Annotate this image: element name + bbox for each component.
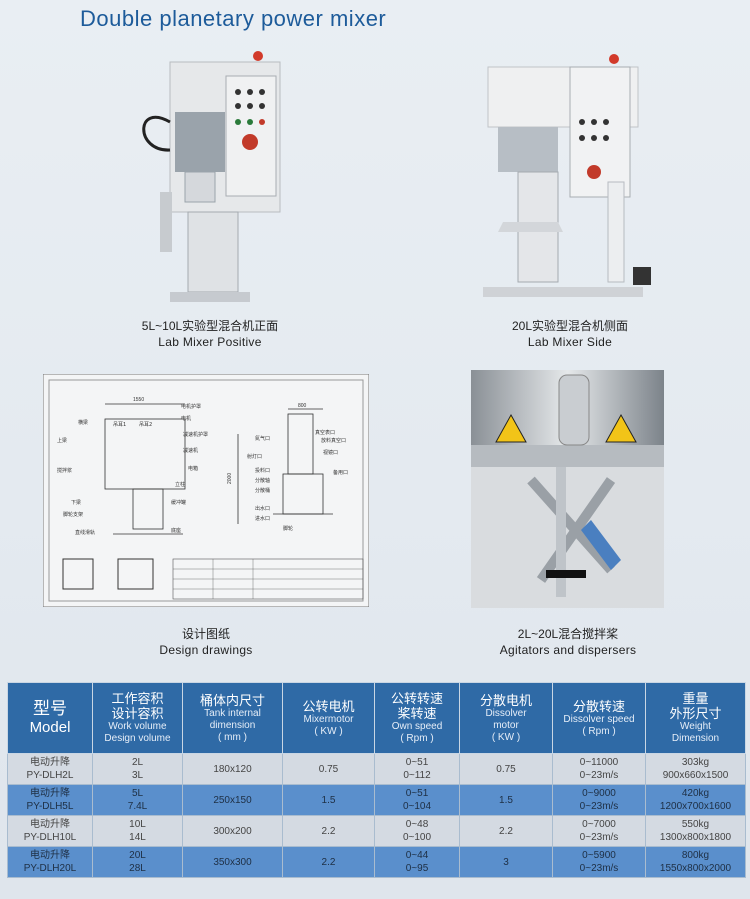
cell-tank: 300x200 xyxy=(182,815,283,847)
drawing-label: 直线滑轨 xyxy=(75,529,95,536)
drawing-label: 投料口 xyxy=(255,467,270,474)
cell-dmotor: 0.75 xyxy=(459,753,553,785)
table-row: 电动升降 PY-DLH5L 5L 7.4L 250x150 1.5 0~51 0… xyxy=(7,784,746,816)
figure-caption-drawings: 设计图纸 Design drawings xyxy=(106,626,306,658)
drawing-label: 出水口 xyxy=(255,505,270,512)
drawing-label: 上梁 xyxy=(57,437,67,444)
drawing-label: 横梁 xyxy=(78,419,88,426)
cell-dspeed: 0~11000 0~23m/s xyxy=(552,753,646,785)
cell-dmotor: 2.2 xyxy=(459,815,553,847)
drawing-label: 进水口 xyxy=(255,515,270,522)
drawing-label: 吊耳2 xyxy=(139,422,152,428)
drawing-label: 放料真空口 xyxy=(321,437,346,444)
dim-label: 1550 xyxy=(133,397,144,403)
drawing-label: 下梁 xyxy=(71,499,81,506)
drawing-label: 减速机护罩 xyxy=(183,431,208,438)
drawing-label: 视镜口 xyxy=(323,449,338,456)
drawing-label: 底座 xyxy=(171,527,181,534)
cell-weight: 420kg 1200x700x1600 xyxy=(645,784,746,816)
cell-speed: 0~51 0~112 xyxy=(374,753,460,785)
caption-zh: 2L~20L混合搅拌桨 xyxy=(517,627,619,641)
drawing-label: 吊耳1 xyxy=(113,422,126,428)
design-drawing: 1550 800 2000 横梁 上梁 搅拌浆 下梁 脚轮支架 直线滑轨 吊耳1… xyxy=(43,374,369,607)
lab-mixer-front-photo xyxy=(142,51,281,302)
cell-dspeed: 0~9000 0~23m/s xyxy=(552,784,646,816)
dim-label: 800 xyxy=(298,403,307,409)
cell-weight: 800kg 1550x800x2000 xyxy=(645,846,746,878)
caption-en: Lab Mixer Positive xyxy=(158,335,262,349)
cell-weight: 550kg 1300x800x1800 xyxy=(645,815,746,847)
figure-caption-side: 20L实验型混合机侧面 Lab Mixer Side xyxy=(470,318,670,350)
cell-model: 电动升降 PY-DLH20L xyxy=(7,846,93,878)
drawing-label: 立柱 xyxy=(175,481,185,488)
cell-speed: 0~44 0~95 xyxy=(374,846,460,878)
cell-motor: 0.75 xyxy=(282,753,375,785)
cell-motor: 1.5 xyxy=(282,784,375,816)
caption-zh: 20L实验型混合机侧面 xyxy=(511,319,629,333)
cell-dmotor: 1.5 xyxy=(459,784,553,816)
cell-volume: 5L 7.4L xyxy=(92,784,183,816)
cell-tank: 350x300 xyxy=(182,846,283,878)
table-row: 电动升降 PY-DLH2L 2L 3L 180x120 0.75 0~51 0~… xyxy=(7,753,746,785)
drawing-label: 减速机 xyxy=(183,447,198,454)
cell-speed: 0~48 0~100 xyxy=(374,815,460,847)
cell-motor: 2.2 xyxy=(282,815,375,847)
cell-tank: 180x120 xyxy=(182,753,283,785)
cell-weight: 303kg 900x660x1500 xyxy=(645,753,746,785)
cell-dmotor: 3 xyxy=(459,846,553,878)
drawing-label: 备用口 xyxy=(333,469,348,476)
figure-caption-agitators: 2L~20L混合搅拌桨 Agitators and dispersers xyxy=(468,626,668,658)
drawing-label: 氮气口 xyxy=(255,435,270,442)
table-row: 电动升降 PY-DLH10L 10L 14L 300x200 2.2 0~48 … xyxy=(7,815,746,847)
drawing-label: 电机 xyxy=(181,415,191,422)
drawing-label: 脚轮 xyxy=(283,525,293,532)
page-title: Double planetary power mixer xyxy=(80,6,387,31)
agitators-photo xyxy=(471,370,664,608)
cell-model: 电动升降 PY-DLH5L xyxy=(7,784,93,816)
cell-dspeed: 0~7000 0~23m/s xyxy=(552,815,646,847)
cell-volume: 2L 3L xyxy=(92,753,183,785)
drawing-label: 电机护罩 xyxy=(181,403,201,410)
drawing-label: 电箱 xyxy=(188,465,198,472)
drawing-label: 脚轮支架 xyxy=(63,511,83,518)
caption-en: Lab Mixer Side xyxy=(527,335,613,349)
drawing-label: 缓冲罐 xyxy=(171,499,186,506)
caption-zh: 5L~10L实验型混合机正面 xyxy=(141,319,279,333)
drawing-label: 分散桶 xyxy=(255,487,270,494)
cell-motor: 2.2 xyxy=(282,846,375,878)
drawing-label: 真空表口 xyxy=(315,429,335,436)
drawing-label: 搅拌浆 xyxy=(57,467,72,474)
cell-model: 电动升降 PY-DLH2L xyxy=(7,753,93,785)
caption-zh: 设计图纸 xyxy=(181,627,230,641)
cell-tank: 250x150 xyxy=(182,784,283,816)
cell-dspeed: 0~5900 0~23m/s xyxy=(552,846,646,878)
cell-volume: 20L 28L xyxy=(92,846,183,878)
figure-caption-front: 5L~10L实验型混合机正面 Lab Mixer Positive xyxy=(110,318,310,350)
dim-label: 2000 xyxy=(227,473,233,484)
table-row: 电动升降 PY-DLH20L 20L 28L 350x300 2.2 0~44 … xyxy=(7,846,746,878)
lab-mixer-side-photo xyxy=(483,54,651,297)
drawing-label: 分散轴 xyxy=(255,477,270,484)
cell-speed: 0~51 0~104 xyxy=(374,784,460,816)
caption-en: Agitators and dispersers xyxy=(499,643,637,657)
cell-model: 电动升降 PY-DLH10L xyxy=(7,815,93,847)
caption-en: Design drawings xyxy=(159,643,253,657)
cell-volume: 10L 14L xyxy=(92,815,183,847)
drawing-label: 射灯口 xyxy=(247,453,262,460)
